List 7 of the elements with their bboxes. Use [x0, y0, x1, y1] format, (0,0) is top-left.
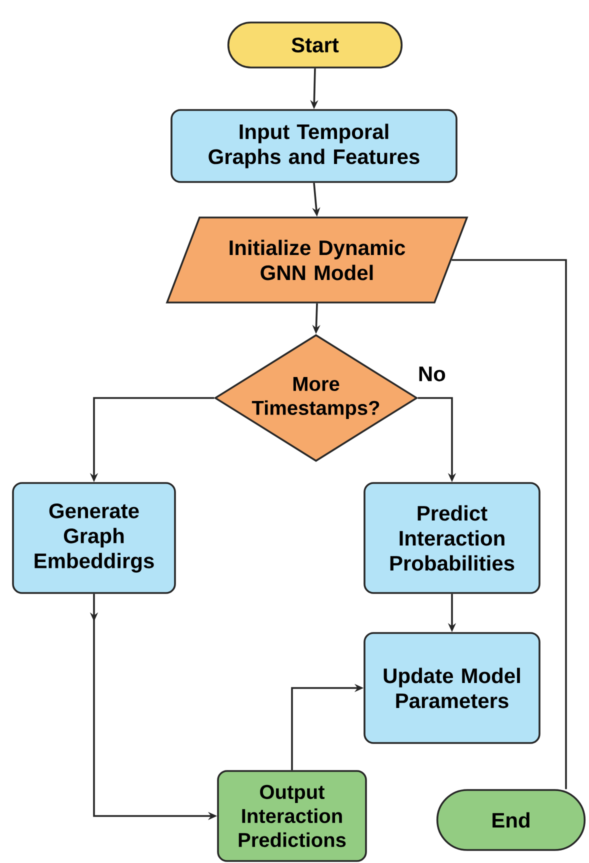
output-box: Output Interaction Predictions	[217, 770, 367, 862]
terminal-oval: End	[436, 789, 586, 851]
process-box: Generate Graph Embeddirgs	[12, 482, 176, 594]
process-box: Predict Interaction Probabilities	[364, 482, 540, 594]
edge-label: No	[416, 366, 447, 382]
process-box: Update Model Parameters	[364, 632, 540, 744]
process-box: Input Temporal Graphs and Features	[170, 109, 458, 183]
